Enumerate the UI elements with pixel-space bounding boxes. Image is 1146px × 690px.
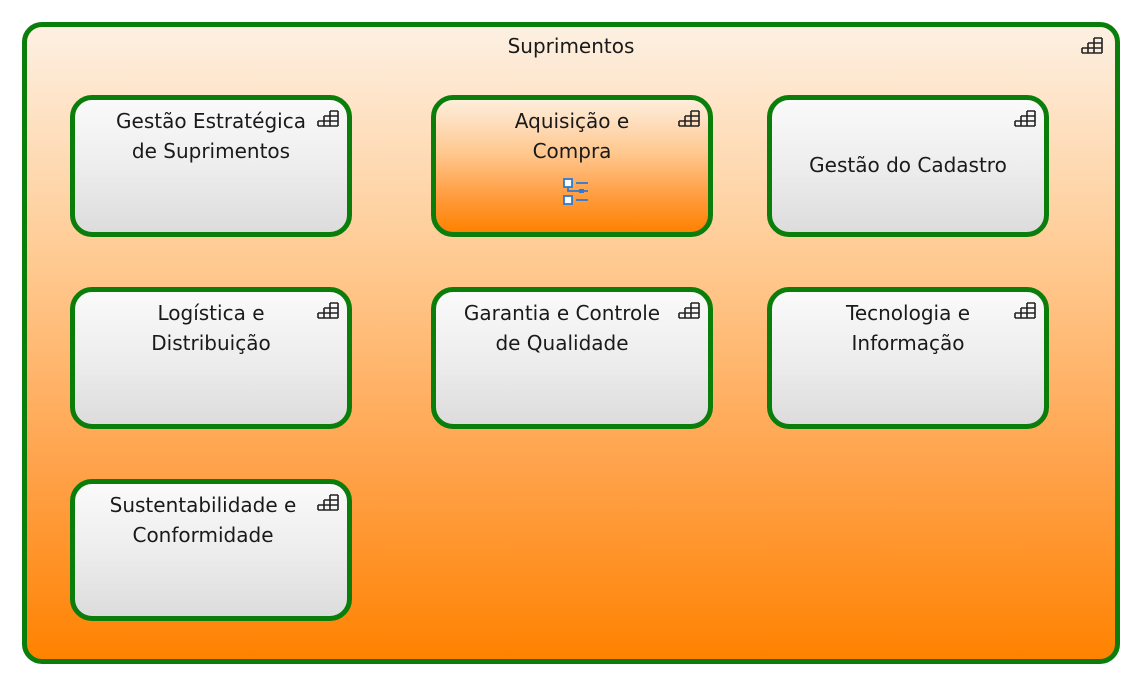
box-label: Gestão do Cadastro: [809, 153, 1007, 177]
box-garantia-qualidade[interactable]: Garantia e Controle de Qualidade: [431, 287, 713, 429]
aggregation-grid-icon: [1014, 302, 1036, 319]
box-label: Tecnologia e Informação: [846, 301, 970, 355]
aggregation-grid-icon: [317, 494, 339, 511]
box-sustentabilidade-conformidade[interactable]: Sustentabilidade e Conformidade: [70, 479, 352, 621]
list-hierarchy-icon[interactable]: [562, 177, 590, 207]
box-label: Sustentabilidade e Conformidade: [109, 493, 297, 547]
box-label: Aquisição e Compra: [514, 109, 630, 163]
box-aquisicao-compra[interactable]: Aquisição e Compra: [431, 95, 713, 237]
box-label: Logística e Distribuição: [151, 301, 271, 355]
aggregation-grid-icon: [1081, 37, 1103, 54]
aggregation-grid-icon: [678, 302, 700, 319]
box-label: Gestão Estratégica de Suprimentos: [116, 109, 306, 163]
aggregation-grid-icon: [317, 302, 339, 319]
aggregation-grid-icon: [317, 110, 339, 127]
box-logistica-distribuicao[interactable]: Logística e Distribuição: [70, 287, 352, 429]
container-title: Suprimentos: [507, 34, 635, 58]
box-tecnologia-informacao[interactable]: Tecnologia e Informação: [767, 287, 1049, 429]
box-gestao-cadastro[interactable]: Gestão do Cadastro: [767, 95, 1049, 237]
aggregation-grid-icon: [678, 110, 700, 127]
aggregation-grid-icon: [1014, 110, 1036, 127]
box-gestao-estrategica[interactable]: Gestão Estratégica de Suprimentos: [70, 95, 352, 237]
box-label: Garantia e Controle de Qualidade: [463, 301, 661, 355]
